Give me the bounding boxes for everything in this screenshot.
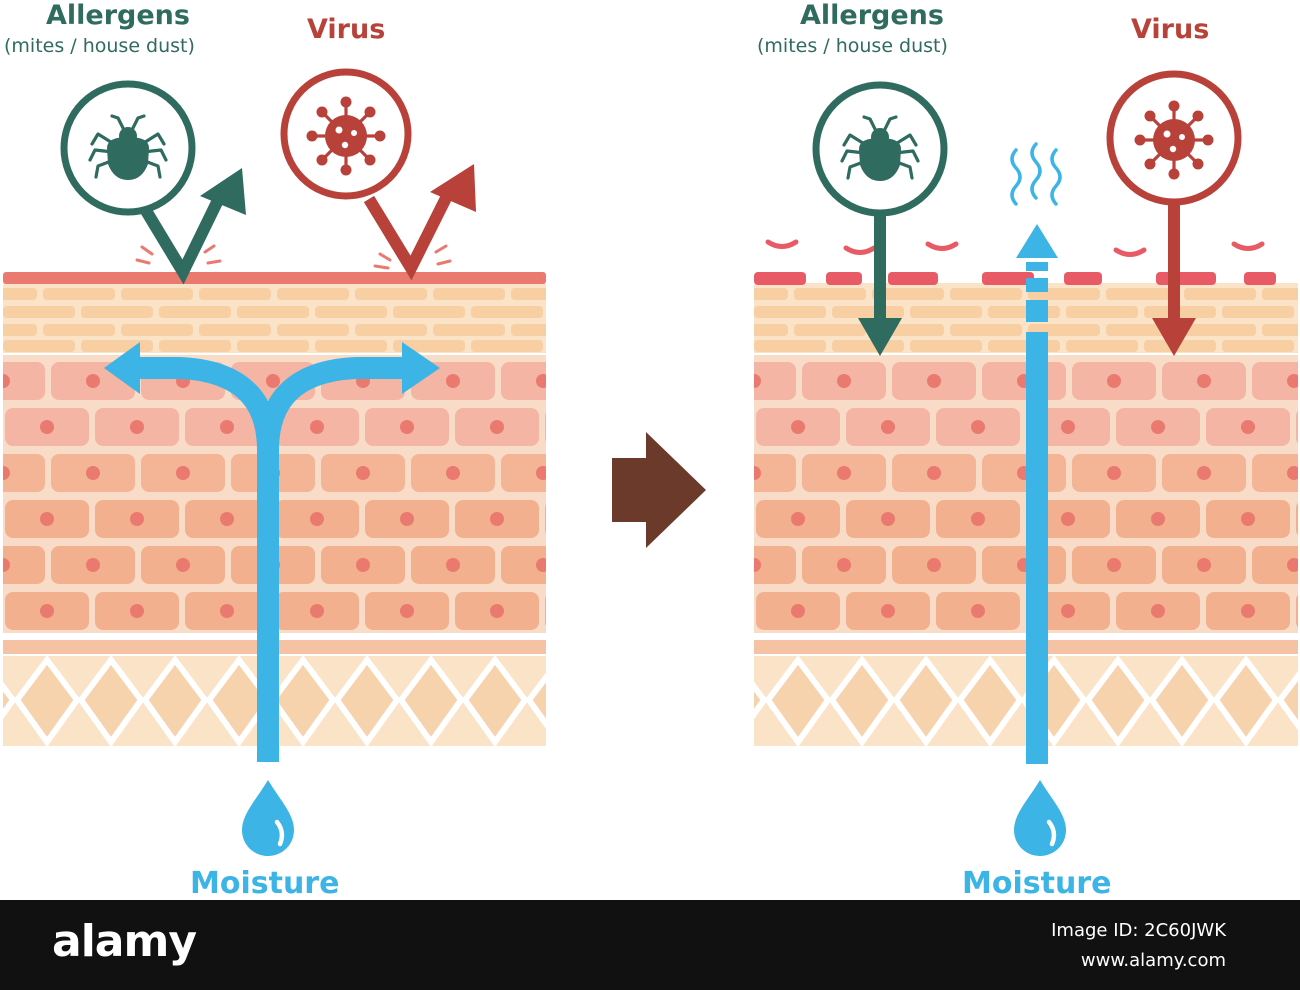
virus-icon [304,94,388,178]
brand-logo: alamy [52,916,197,967]
site-url: www.alamy.com [1080,950,1226,971]
left-moisture-flow [104,342,440,856]
right-allergen-marker [812,81,948,356]
water-drop-icon [1014,780,1066,856]
impact-marks [135,244,222,265]
skin-barrier-diagram: Allergens (mites / house dust) Virus Moi… [3,0,1298,901]
right-moisture-label: Moisture [962,866,1112,901]
right-virus-marker [1106,70,1242,356]
virus-icon [1132,98,1216,182]
left-moisture-label: Moisture [190,866,340,901]
left-virus-title: Virus [307,14,386,45]
image-id-text: Image ID: 2C60JWK [1051,920,1226,941]
right-virus-title: Virus [1131,14,1210,45]
left-allergens-title: Allergens [46,0,190,31]
right-moisture-flow [1010,142,1066,856]
steam-icon [1010,142,1062,206]
left-allergens-subtitle: (mites / house dust) [4,35,195,57]
right-allergens-title: Allergens [800,0,944,31]
impact-marks [373,244,452,270]
left-skin-cross-section [3,272,546,748]
watermark-footer: alamy Image ID: 2C60JWK www.alamy.com [0,900,1300,990]
right-allergens-subtitle: (mites / house dust) [757,35,948,57]
left-virus-marker [280,68,476,281]
right-skin-cross-section [754,239,1298,748]
water-drop-icon [242,780,294,856]
left-allergen-marker [60,80,246,285]
right-arrow-icon [612,432,706,548]
